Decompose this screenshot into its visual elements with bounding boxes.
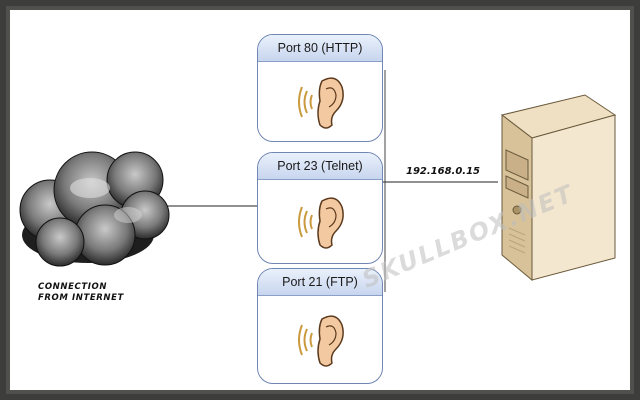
port-80-card: Port 80 (HTTP) [257, 34, 383, 142]
connection-lines [19, 70, 617, 292]
ear-icon [298, 197, 344, 249]
internet-cloud-icon [19, 151, 170, 267]
port-21-label: Port 21 (FTP) [258, 269, 382, 296]
server-ip-label: 192.168.0.15 [406, 166, 481, 177]
cloud-label-line2: FROM INTERNET [38, 293, 124, 303]
ear-icon [298, 315, 344, 367]
port-21-card: Port 21 (FTP) [257, 268, 383, 384]
ear-icon [298, 77, 344, 129]
server-icon [500, 94, 617, 282]
cloud-label-line1: CONNECTION [38, 282, 108, 292]
port-23-label: Port 23 (Telnet) [258, 153, 382, 180]
diagram-canvas: Port 80 (HTTP) Port 23 (Telnet) Port 21 … [10, 10, 630, 390]
cloud-label: CONNECTION FROM INTERNET [38, 282, 163, 304]
port-23-card: Port 23 (Telnet) [257, 152, 383, 264]
port-80-label: Port 80 (HTTP) [258, 35, 382, 62]
